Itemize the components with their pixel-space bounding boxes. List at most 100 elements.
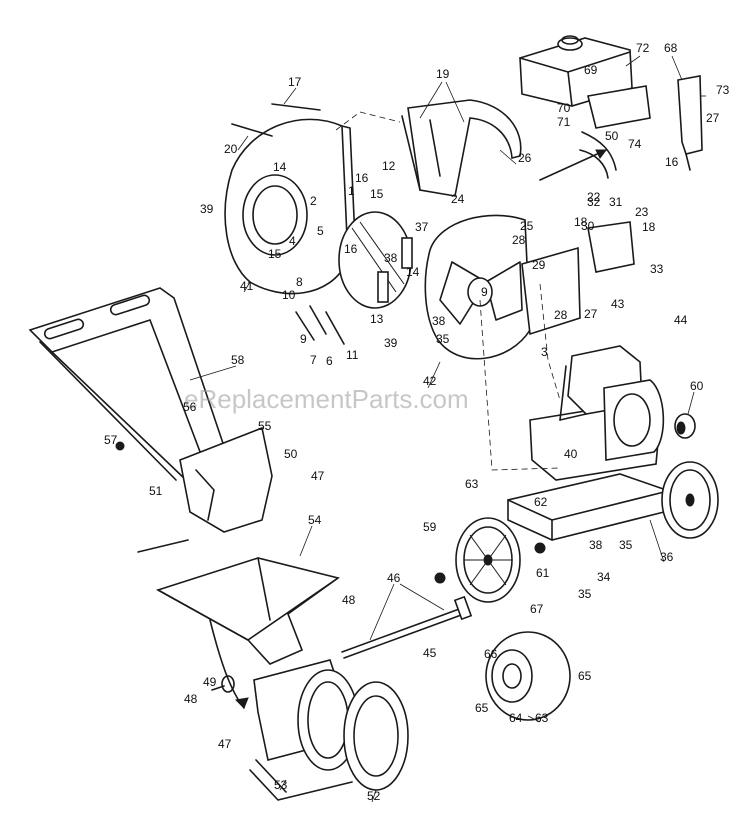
callout-38: 38 [589,538,603,552]
callout-69: 69 [584,63,598,77]
hardware [115,103,546,693]
callout-50: 50 [284,447,298,461]
callout-56: 56 [183,400,197,414]
callout-66: 66 [484,647,498,661]
callout-44: 44 [674,313,688,327]
callout-42: 42 [423,374,437,388]
leader-lines [189,55,706,803]
assembly-guides [209,111,607,709]
bag-ring [343,681,409,791]
callout-23: 23 [635,205,649,219]
callout-9: 9 [300,332,307,346]
callout-55: 55 [258,419,272,433]
callout-68: 68 [664,41,678,55]
callout-48: 48 [342,593,356,607]
callout-37: 37 [415,220,429,234]
callout-57: 57 [104,433,118,447]
callout-15: 15 [268,247,282,261]
callout-6: 6 [326,354,333,368]
callout-28: 28 [512,233,526,247]
blower-housing-right [424,214,531,360]
callout-70: 70 [557,101,571,115]
callout-2: 2 [310,194,317,208]
callout-11: 11 [346,348,359,362]
callout-25: 25 [520,219,534,233]
callout-65: 65 [578,669,592,683]
callout-29: 29 [532,258,546,272]
callout-73: 73 [716,83,730,97]
callout-43: 43 [611,297,625,311]
callout-28: 28 [554,308,568,322]
callout-74: 74 [628,137,642,151]
callout-27: 27 [706,111,720,125]
callout-30: 30 [581,219,595,233]
callout-35: 35 [436,332,450,346]
callout-26: 26 [518,151,532,165]
callout-1: 1 [348,184,355,198]
callout-27: 27 [584,307,598,321]
callout-46: 46 [387,571,401,585]
rear-wheel [661,461,719,539]
callout-54: 54 [308,513,322,527]
callout-5: 5 [317,224,324,238]
callout-51: 51 [149,484,163,498]
callout-4: 4 [289,234,296,248]
callout-50: 50 [605,129,619,143]
callout-52: 52 [367,789,381,803]
callout-14: 14 [273,160,287,174]
callout-72: 72 [636,41,650,55]
blower-housing-left [224,118,357,295]
callout-7: 7 [310,353,317,367]
callout-22: 22 [587,190,601,204]
impeller-plate [338,211,413,309]
callout-9: 9 [481,285,488,299]
callout-47: 47 [218,737,232,751]
spare-tire [485,631,571,721]
callout-8: 8 [296,275,303,289]
discharge-chute [401,99,522,197]
callout-41: 41 [240,279,254,293]
callout-13: 13 [370,312,384,326]
side-plate [521,221,635,336]
callout-65: 65 [475,701,489,715]
callout-39: 39 [384,336,398,350]
hopper [155,557,340,665]
callout-17: 17 [288,75,302,89]
callout-63: 63 [535,711,549,725]
callout-63: 63 [465,477,479,491]
callout-10: 10 [282,288,296,302]
callout-67: 67 [530,602,544,616]
callout-71: 71 [557,115,571,129]
callout-47: 47 [311,469,325,483]
callout-40: 40 [564,447,578,461]
callout-24: 24 [451,192,465,206]
chipper-chute [179,426,273,533]
callout-16: 16 [355,171,369,185]
callout-15: 15 [370,187,384,201]
callout-59: 59 [423,520,437,534]
callout-36: 36 [660,550,674,564]
callout-45: 45 [423,646,437,660]
callout-35: 35 [619,538,633,552]
callout-3: 3 [541,345,548,359]
callout-64: 64 [509,711,523,725]
callout-32: 32 [587,195,601,209]
front-wheel [455,517,521,603]
frame-base [507,473,674,541]
callout-18: 18 [574,215,588,229]
oil-cap [674,413,696,439]
callout-16: 16 [665,155,679,169]
engine [529,345,665,481]
tank-bracket [579,75,703,179]
callout-58: 58 [231,353,245,367]
watermark: eReplacementParts.com [184,384,469,414]
callout-61: 61 [536,566,550,580]
callout-48: 48 [184,692,198,706]
axle [341,595,473,659]
callout-16: 16 [344,242,358,256]
callout-60: 60 [690,379,704,393]
bag-frame [249,659,359,801]
callout-33: 33 [650,262,664,276]
